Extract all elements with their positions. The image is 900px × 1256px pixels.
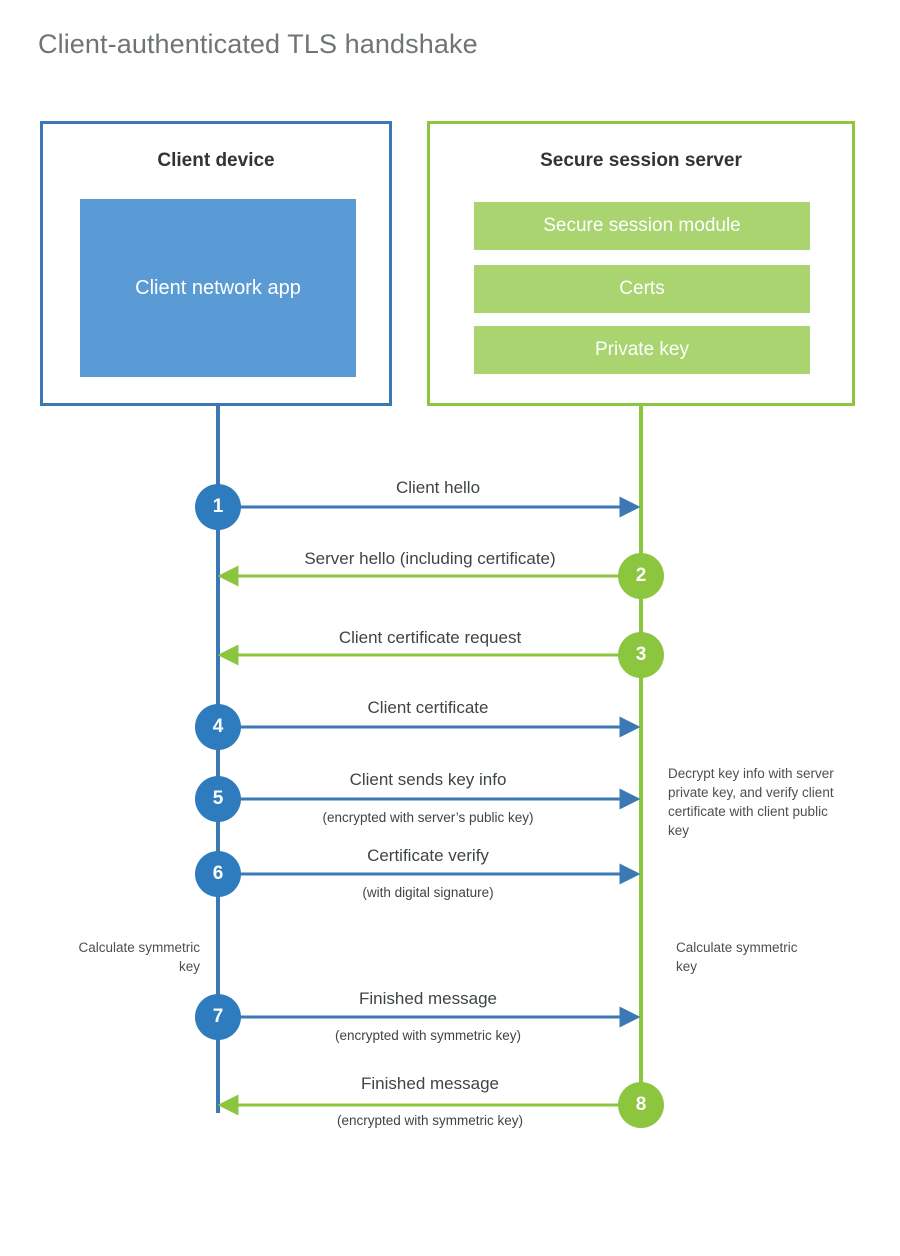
server-component-certs: Certs [474, 265, 810, 313]
step-circle-5[interactable]: 5 [195, 776, 241, 822]
server-lifeline [639, 405, 643, 1105]
client-device-box: Client device Client network app [40, 121, 392, 406]
message-sublabel-7: (encrypted with symmetric key) [334, 1028, 522, 1043]
client-device-title: Client device [157, 150, 275, 171]
message-label-7: Finished message [359, 989, 497, 1008]
step-circle-7[interactable]: 7 [195, 994, 241, 1040]
secure-session-server-box: Secure session server Secure session mod… [427, 121, 855, 406]
note-server-calculate-symmetric-key: Calculate symmetric key [676, 940, 798, 975]
message-sublabel-5: (encrypted with server’s public key) [322, 810, 534, 825]
step-circle-8[interactable]: 8 [618, 1082, 664, 1128]
step-circle-3[interactable]: 3 [618, 632, 664, 678]
message-label-3: Client certificate request [338, 628, 522, 647]
server-component-secure-session-module: Secure session module [474, 202, 810, 250]
message-label-6: Certificate verify [367, 846, 489, 865]
step-circle-4[interactable]: 4 [195, 704, 241, 750]
step-circle-2[interactable]: 2 [618, 553, 664, 599]
client-network-app-block: Client network app [80, 199, 356, 377]
message-label-4: Client certificate [367, 698, 489, 717]
step-circle-1[interactable]: 1 [195, 484, 241, 530]
note-server-decrypt: Decrypt key info with server private key… [668, 766, 834, 839]
secure-session-server-title: Secure session server [540, 150, 742, 171]
client-lifeline [216, 405, 220, 1113]
message-label-2: Server hello (including certificate) [304, 549, 556, 568]
step-circle-6[interactable]: 6 [195, 851, 241, 897]
message-label-8: Finished message [361, 1074, 499, 1093]
message-sublabel-8: (encrypted with symmetric key) [336, 1113, 524, 1128]
note-client-calculate-symmetric-key: Calculate symmetric key [78, 940, 200, 975]
page-title: Client-authenticated TLS handshake [38, 29, 478, 59]
message-label-1: Client hello [395, 478, 481, 497]
message-label-5: Client sends key info [349, 770, 507, 789]
message-sublabel-6: (with digital signature) [362, 885, 494, 900]
server-component-private-key: Private key [474, 326, 810, 374]
